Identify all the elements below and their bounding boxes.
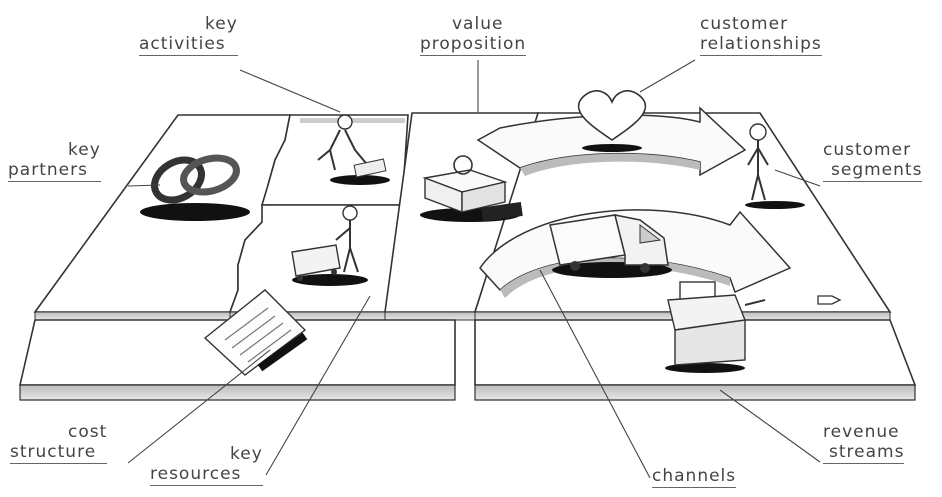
document-icon (203, 289, 308, 376)
label-cost-structure: cost structure (10, 422, 108, 464)
label-customer-segments: customer segments (823, 140, 923, 182)
label-key-resources: key resources (150, 444, 263, 486)
delivery-truck-icon (549, 214, 672, 278)
label-key-partners: key partners (8, 140, 101, 182)
pointing-hand-icon (817, 295, 842, 305)
person-icon (745, 123, 805, 209)
label-customer-relationships: customer relationships (700, 14, 822, 56)
label-customer-relationships-line1: customer (700, 14, 789, 34)
label-revenue-streams-line1: revenue (823, 422, 900, 442)
cash-register-icon (665, 281, 766, 373)
label-cost-structure-line1: cost (68, 422, 108, 442)
label-revenue-streams: revenue streams (823, 422, 905, 464)
label-key-resources-line2: resources (150, 464, 263, 486)
label-revenue-streams-line2: streams (823, 442, 905, 464)
label-key-partners-line2: partners (8, 160, 101, 182)
label-key-activities: key activities (139, 14, 238, 56)
label-channels: channels (652, 466, 737, 488)
label-customer-segments-line2: segments (823, 160, 923, 182)
leader-lines (127, 59, 821, 479)
interlocked-rings-icon (140, 154, 250, 221)
worker-icon (317, 114, 390, 185)
gift-box-icon (420, 155, 523, 222)
label-customer-segments-line1: customer (823, 140, 912, 160)
label-channels-line1: channels (652, 466, 737, 488)
label-key-activities-line2: activities (139, 34, 238, 56)
worker-with-cart-icon (291, 205, 368, 286)
label-key-resources-line1: key (230, 444, 263, 464)
label-value-proposition-line2: proposition (420, 34, 527, 56)
label-value-proposition: value proposition (420, 14, 527, 56)
label-value-proposition-line1: value (452, 14, 504, 34)
label-key-activities-line1: key (205, 14, 238, 34)
label-key-partners-line1: key (68, 140, 101, 160)
relationship-arrow (476, 106, 747, 177)
label-customer-relationships-line2: relationships (700, 34, 822, 56)
heart-icon (577, 90, 647, 152)
label-cost-structure-line2: structure (10, 442, 108, 464)
